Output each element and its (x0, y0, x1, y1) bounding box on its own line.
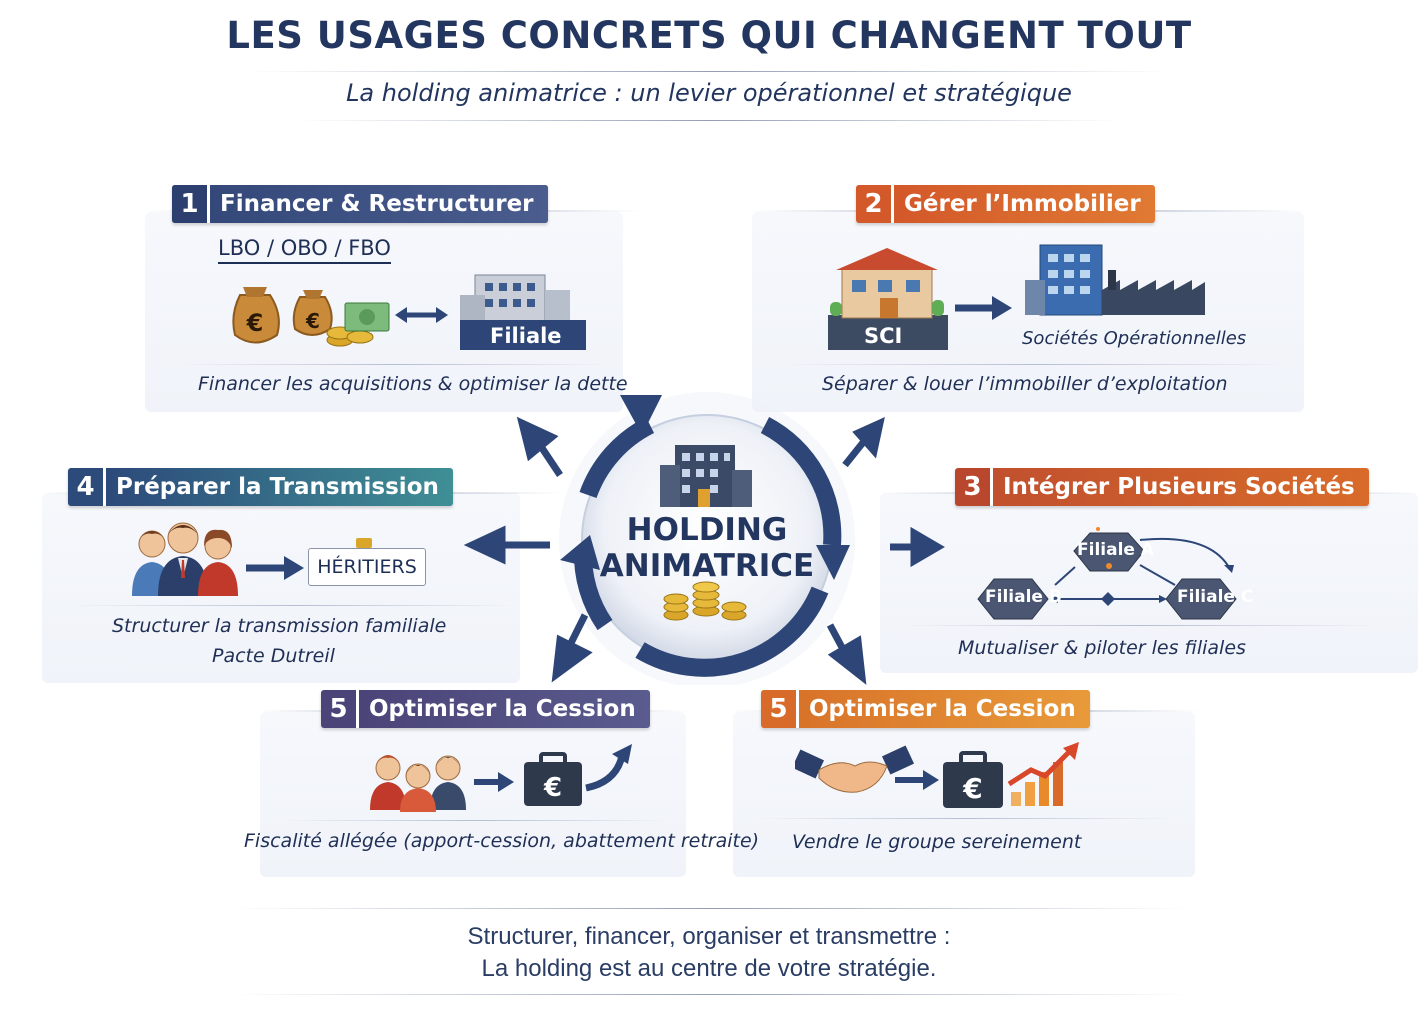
arrow-to-card-1 (537, 443, 563, 477)
right-arrow-icon (955, 296, 1012, 320)
arrow-to-card-2 (842, 437, 868, 468)
financer-illustration: € € (232, 274, 586, 350)
filiale-label: Filiale (490, 324, 562, 348)
card-number: 2 (856, 185, 894, 223)
card-separator (70, 605, 520, 606)
card-transmission-header: 4 Préparer la Transmission (68, 468, 453, 506)
societes-label: Sociétés Opérationnelles (1022, 328, 1247, 349)
growth-chart-icon (1007, 742, 1079, 806)
card-number: 4 (68, 468, 106, 506)
card-caption: Financer les acquisitions & optimiser la… (198, 373, 628, 395)
svg-text:€: € (246, 309, 264, 337)
family-icon (132, 522, 304, 596)
filiale-c-label: Filiale C (1177, 587, 1254, 607)
svg-text:€: € (962, 772, 982, 805)
card-separator (780, 364, 1290, 365)
page-title: LES USAGES CONCRETS QUI CHANGENT TOUT (226, 14, 1192, 57)
card-financer-header: 1 Financer & Restructurer (172, 185, 548, 223)
hexagon-filiale-c (1165, 578, 1237, 620)
page-subtitle: La holding animatrice : un levier opérat… (346, 79, 1072, 107)
card-integrer-header: 3 Intégrer Plusieurs Sociétés (955, 468, 1369, 506)
card-number: 3 (955, 468, 993, 506)
money-bag-icon: € (232, 287, 280, 344)
title-rule (250, 71, 1170, 72)
card-separator (180, 364, 610, 365)
card-cession-right-header: 5 Optimiser la Cession (761, 690, 1090, 728)
filiales-network (977, 527, 1237, 620)
hexagon-filiale-a (1073, 532, 1145, 572)
card-separator (280, 820, 670, 821)
filiale-b-label: Filiale B (985, 587, 1062, 607)
banknote-icon (344, 302, 390, 332)
card-caption: Vendre le groupe sereinement (792, 831, 1082, 853)
money-bag-icon: € (292, 290, 333, 336)
card-caption: Séparer & louer l’immobiller d’exploitat… (822, 373, 1228, 395)
card-caption-2: Pacte Dutreil (212, 645, 335, 667)
card-number: 5 (761, 690, 799, 728)
house-icon (828, 248, 948, 350)
euro-briefcase-icon: € (524, 752, 582, 806)
card-immobilier-header: 2 Gérer l’Immobilier (856, 185, 1155, 223)
office-building-icon (660, 445, 752, 507)
immobilier-illustration (828, 244, 1205, 350)
handshake-icon (795, 745, 915, 793)
footer-line-1: Structurer, financer, organiser et trans… (467, 923, 951, 950)
office-building-icon (1025, 244, 1103, 316)
footer-top-rule (230, 908, 1190, 909)
card-cession-left-header: 5 Optimiser la Cession (321, 690, 650, 728)
sci-label: SCI (864, 324, 903, 348)
subtitle-rule (300, 120, 1120, 121)
panel-integrer (880, 493, 1418, 673)
card-title: Optimiser la Cession (359, 690, 650, 728)
cession-right-illustration: € (795, 742, 1079, 808)
card-caption: Mutualiser & piloter les filiales (958, 637, 1246, 659)
svg-text:€: € (543, 773, 562, 803)
heritiers-box: HÉRITIERS (308, 548, 426, 586)
footer-bottom-rule (230, 994, 1190, 995)
holding-center-circle (559, 392, 855, 685)
card-separator (755, 818, 1175, 819)
card-separator (900, 625, 1380, 626)
radiating-arrows (463, 416, 945, 685)
card-caption: Structurer la transmission familiale (112, 615, 447, 637)
panel-cession-left (260, 712, 686, 877)
card-title: Préparer la Transmission (106, 468, 453, 506)
center-line-1: HOLDING (626, 512, 788, 548)
treasure-icon (356, 538, 372, 548)
card-title: Financer & Restructurer (210, 185, 548, 223)
euro-briefcase-icon: € (943, 751, 1003, 808)
office-building-icon (460, 274, 586, 350)
card-number: 1 (172, 185, 210, 223)
card-number: 5 (321, 690, 359, 728)
factory-icon (1102, 270, 1205, 315)
center-line-2: ANIMATRICE (599, 548, 815, 584)
footer-line-2: La holding est au centre de votre straté… (481, 955, 937, 982)
card-caption: Fiscalité allégée (apport-cession, abatt… (244, 830, 760, 852)
double-arrow-icon (395, 307, 448, 323)
hexagon-filiale-b (977, 578, 1049, 620)
lbo-tags: LBO / OBO / FBO (218, 236, 391, 264)
heritiers-label: HÉRITIERS (317, 556, 417, 578)
panel-transmission (42, 493, 520, 683)
svg-text:€: € (305, 309, 320, 333)
coins-icon (663, 581, 747, 621)
filiale-a-label: Filiale A (1077, 540, 1154, 560)
family-icon (370, 755, 466, 812)
card-title: Gérer l’Immobilier (894, 185, 1155, 223)
arrow-to-card-5l (566, 613, 589, 647)
cession-left-illustration: € (370, 744, 632, 812)
card-title: Optimiser la Cession (799, 690, 1090, 728)
card-title: Intégrer Plusieurs Sociétés (993, 468, 1369, 506)
